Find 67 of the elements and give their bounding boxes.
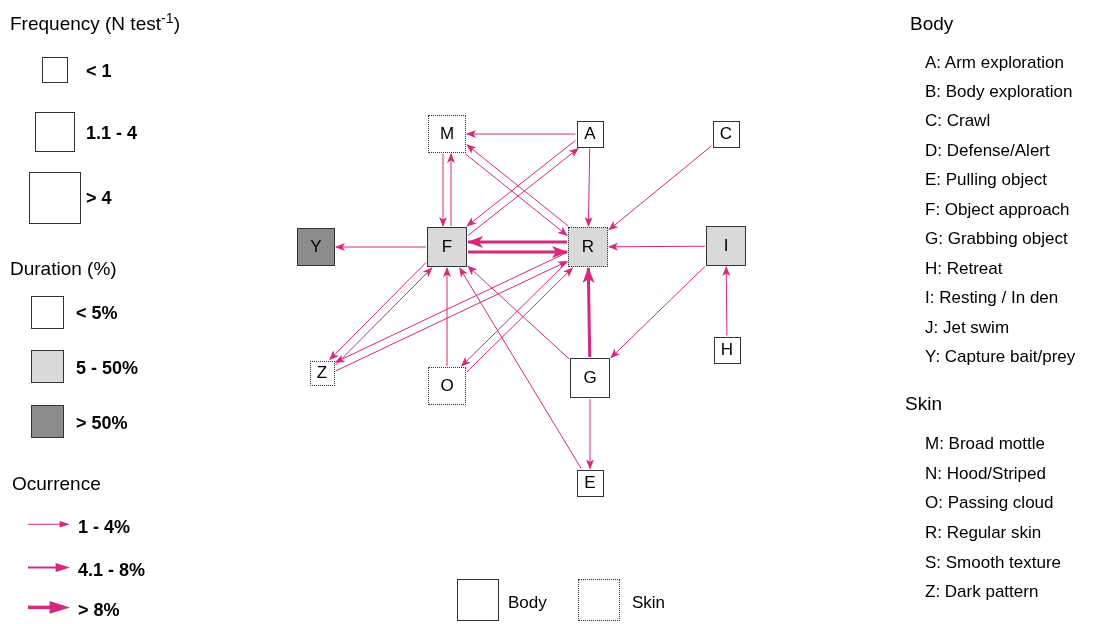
- behavior-box: Y: [297, 228, 335, 266]
- label-text: Ocurrence: [12, 472, 101, 496]
- label-text: O: Passing cloud: [925, 492, 1054, 514]
- behavior-box: O: [428, 367, 466, 405]
- behavior-box: R: [568, 227, 608, 267]
- label-text: < 1: [86, 60, 112, 83]
- arrow: [443, 267, 451, 367]
- label-text: F: Object approach: [925, 199, 1070, 221]
- behavior-box: A: [576, 120, 604, 148]
- label-text: Skin: [905, 392, 942, 416]
- arrow: [459, 267, 582, 469]
- behavior-box: G: [570, 358, 610, 398]
- label-text: > 8%: [78, 599, 120, 622]
- behavior-box: F: [427, 227, 467, 267]
- arrow: [584, 148, 593, 227]
- arrow: [439, 153, 447, 227]
- arrow: [610, 265, 706, 359]
- label-text: Z: Dark pattern: [925, 581, 1039, 603]
- label-text: Y: Capture bait/prey: [925, 346, 1076, 368]
- behavior-box: I: [706, 226, 746, 266]
- arrow: [335, 267, 433, 366]
- arrow: [582, 267, 595, 358]
- label-text: I: Resting / In den: [925, 287, 1059, 309]
- label-text: Duration (%): [10, 257, 117, 281]
- label-text: E: Pulling object: [925, 169, 1047, 191]
- arrow: [329, 262, 427, 361]
- arrow: [722, 266, 731, 336]
- behavior-box: C: [712, 120, 740, 148]
- label-text: 1.1 - 4: [86, 122, 138, 145]
- label-text: A: Arm exploration: [925, 52, 1064, 74]
- label-text: N: Hood/Striped: [925, 463, 1046, 485]
- label-text: Frequency (N test$^{-1}$): [10, 10, 180, 36]
- behavior-box: H: [713, 336, 741, 364]
- arrow: [608, 145, 712, 231]
- arrow: [465, 153, 568, 236]
- label-text: 4.1 - 8%: [78, 559, 146, 582]
- arrow: [467, 265, 570, 360]
- label-text: G: Grabbing object: [925, 228, 1068, 250]
- label-text: J: Jet swim: [925, 317, 1010, 339]
- label-text: R: Regular skin: [925, 522, 1042, 544]
- arrow: [467, 147, 579, 236]
- behavior-box: E: [576, 469, 604, 497]
- arrow: [467, 236, 567, 248]
- label-text: Body: [910, 12, 954, 36]
- behavior-box: Z: [309, 360, 335, 386]
- label-text: Skin: [632, 592, 666, 614]
- arrow: [466, 130, 576, 138]
- label-text: M: Broad mottle: [925, 433, 1045, 455]
- label-text: B: Body exploration: [925, 81, 1073, 103]
- arrow: [468, 246, 568, 258]
- arrow: [466, 267, 574, 373]
- label-text: C: Crawl: [925, 110, 991, 132]
- label-text: 1 - 4%: [78, 516, 131, 539]
- label-text: > 50%: [76, 412, 128, 435]
- arrow: [460, 261, 568, 367]
- label-text: < 5%: [76, 302, 118, 325]
- label-text: 5 - 50%: [76, 357, 139, 380]
- label-text: > 4: [86, 187, 112, 210]
- arrow: [447, 153, 455, 227]
- label-text: Body: [508, 592, 547, 614]
- label-text: H: Retreat: [925, 258, 1003, 280]
- label-text: S: Smooth texture: [925, 552, 1062, 574]
- arrow: [586, 398, 594, 470]
- arrow: [608, 242, 706, 251]
- arrow: [335, 243, 427, 251]
- behavior-box: M: [428, 115, 466, 153]
- label-text: D: Defense/Alert: [925, 140, 1050, 162]
